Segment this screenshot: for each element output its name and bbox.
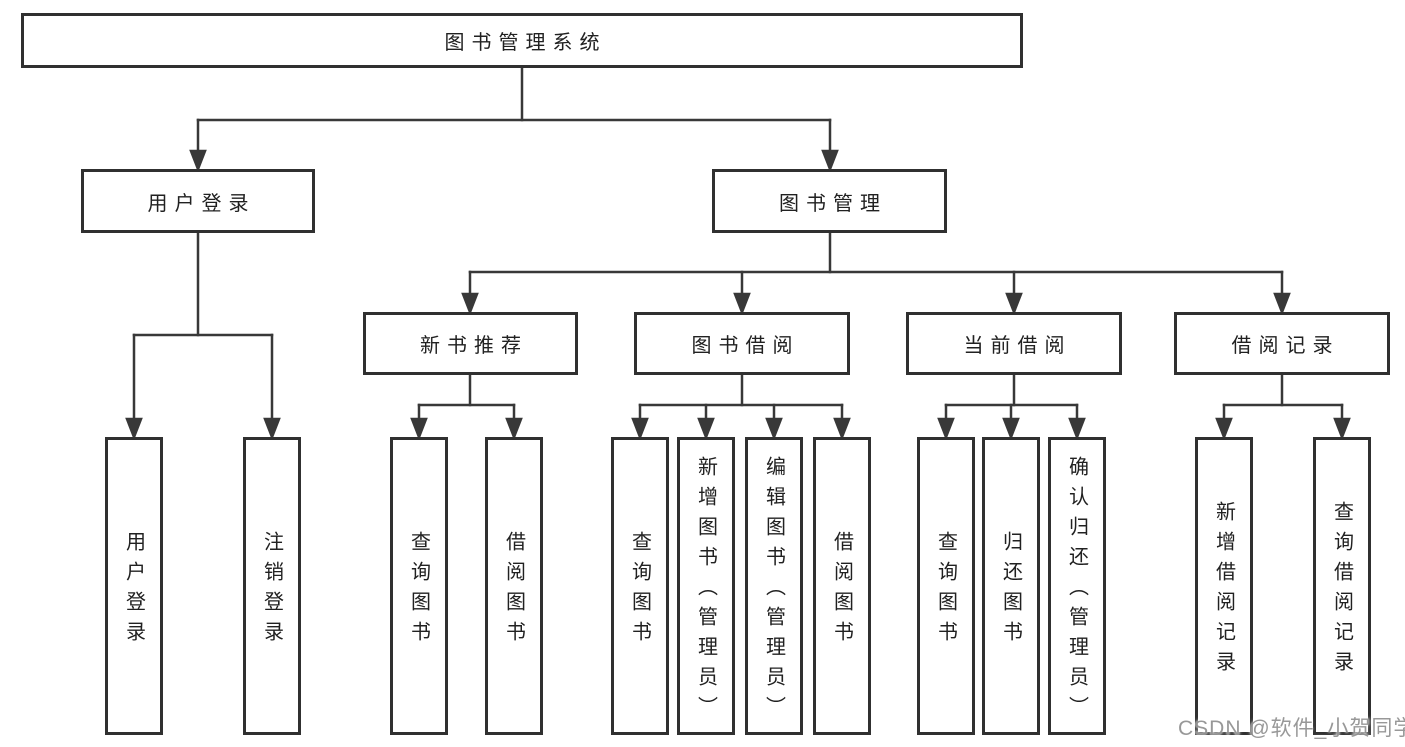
arrowhead-icon [1273, 292, 1291, 316]
watermark: CSDN @软件_小贺同学 [1178, 717, 1405, 740]
node-label: 用户登录 [122, 531, 145, 651]
node-current-borrow: 当前借阅 [906, 312, 1122, 375]
node-label: 新增图书（管理员） [694, 456, 717, 726]
connector-user-login-children [125, 230, 281, 441]
node-root-system: 图书管理系统 [21, 13, 1023, 68]
node-leaf-borrow-book-2: 借阅图书 [813, 437, 871, 735]
arrowhead-icon [189, 149, 207, 173]
connector-book-mgmt-sections [461, 230, 1291, 316]
node-new-book-recommend: 新书推荐 [363, 312, 578, 375]
node-label: 借阅图书 [502, 531, 525, 651]
node-label: 编辑图书（管理员） [762, 456, 785, 726]
node-label: 归还图书 [999, 531, 1022, 651]
arrowhead-icon [1068, 417, 1086, 441]
arrowhead-icon [263, 417, 281, 441]
node-label: 查询借阅记录 [1330, 501, 1353, 681]
arrowhead-icon [125, 417, 143, 441]
node-leaf-confirm-return-admin: 确认归还（管理员） [1048, 437, 1106, 735]
node-leaf-edit-book-admin: 编辑图书（管理员） [745, 437, 803, 735]
connector-current-borrow-children [937, 372, 1086, 441]
node-label: 图书管理 [779, 192, 887, 215]
arrowhead-icon [937, 417, 955, 441]
arrowhead-icon [1215, 417, 1233, 441]
node-label: 图书借阅 [691, 335, 800, 357]
node-label: 当前借阅 [963, 335, 1072, 357]
node-book-mgmt: 图书管理 [712, 169, 947, 233]
node-leaf-query-book-3: 查询图书 [917, 437, 975, 735]
node-leaf-query-borrow-record: 查询借阅记录 [1313, 437, 1371, 735]
arrowhead-icon [1333, 417, 1351, 441]
node-label: 确认归还（管理员） [1065, 456, 1088, 726]
arrowhead-icon [505, 417, 523, 441]
node-leaf-query-book-2: 查询图书 [611, 437, 669, 735]
connector-borrow-record-children [1215, 372, 1351, 441]
arrowhead-icon [697, 417, 715, 441]
connector-book-borrow-children [631, 372, 851, 441]
node-label: 新增借阅记录 [1212, 501, 1235, 681]
arrowhead-icon [1005, 292, 1023, 316]
arrowhead-icon [821, 149, 839, 173]
arrowhead-icon [833, 417, 851, 441]
node-label: 查询图书 [407, 531, 430, 651]
node-label: 查询图书 [934, 531, 957, 651]
node-leaf-add-borrow-record: 新增借阅记录 [1195, 437, 1253, 735]
arrowhead-icon [631, 417, 649, 441]
node-label: 查询图书 [628, 531, 651, 651]
node-leaf-logout: 注销登录 [243, 437, 301, 735]
node-leaf-return-book: 归还图书 [982, 437, 1040, 735]
connector-root-to-level2 [189, 65, 839, 173]
arrowhead-icon [461, 292, 479, 316]
node-user-login: 用户登录 [81, 169, 315, 233]
node-leaf-query-book-1: 查询图书 [390, 437, 448, 735]
arrowhead-icon [765, 417, 783, 441]
node-label: 用户登录 [147, 192, 256, 215]
node-label: 注销登录 [260, 531, 283, 651]
node-label: 新书推荐 [420, 335, 528, 357]
node-leaf-user-login: 用户登录 [105, 437, 163, 735]
node-leaf-add-book-admin: 新增图书（管理员） [677, 437, 735, 735]
node-book-borrow: 图书借阅 [634, 312, 850, 375]
arrowhead-icon [1002, 417, 1020, 441]
node-borrow-record: 借阅记录 [1174, 312, 1390, 375]
node-label: 图书管理系统 [444, 32, 607, 54]
node-label: 借阅记录 [1231, 335, 1340, 357]
connector-new-book-children [410, 372, 523, 441]
node-label: 借阅图书 [830, 531, 853, 651]
node-leaf-borrow-book-1: 借阅图书 [485, 437, 543, 735]
arrowhead-icon [733, 292, 751, 316]
arrowhead-icon [410, 417, 428, 441]
